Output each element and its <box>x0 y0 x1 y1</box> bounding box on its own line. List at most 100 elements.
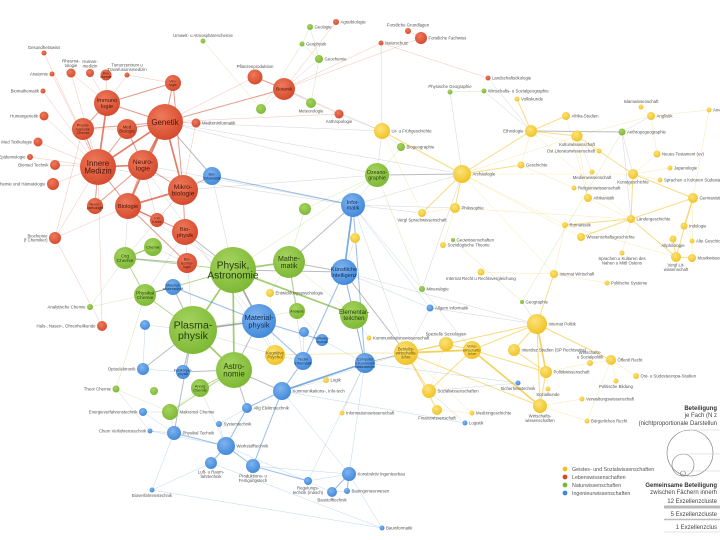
node-circle[interactable] <box>633 373 639 379</box>
node-circle[interactable] <box>172 219 198 245</box>
node-natural[interactable]: Wirtschafts- u Sozialgeographie <box>481 88 550 94</box>
node-humanities[interactable]: Religionswissenschaft <box>571 185 622 191</box>
node-circle[interactable] <box>584 418 590 424</box>
node-circle[interactable] <box>242 304 276 338</box>
node-natural[interactable]: Geowissenschaften <box>451 238 495 243</box>
node-circle[interactable] <box>613 378 619 384</box>
node-natural[interactable]: Geologie <box>307 24 332 30</box>
node-natural[interactable]: Plasma-physik <box>169 306 217 354</box>
node-natural[interactable] <box>150 387 158 395</box>
node-circle[interactable] <box>265 345 285 365</box>
node-circle[interactable] <box>299 203 311 215</box>
node-circle[interactable] <box>242 403 252 413</box>
node-circle[interactable] <box>342 467 356 481</box>
node-engineering[interactable]: Baustofftechnik <box>317 487 347 503</box>
node-circle[interactable] <box>667 165 673 171</box>
node-circle[interactable] <box>40 88 46 94</box>
node-circle[interactable] <box>124 72 130 78</box>
node-circle[interactable] <box>579 396 585 402</box>
node-circle[interactable] <box>149 487 155 493</box>
node-humanities[interactable]: Sozialwissenschaften <box>422 384 479 398</box>
node-circle[interactable] <box>657 177 663 183</box>
node-humanities[interactable]: Ur- u Frühgeschichte <box>374 123 432 139</box>
node-engineering[interactable]: Kommunikations-, Info-tech <box>273 382 345 400</box>
node-engineering[interactable]: Regelungs-technik (masch) <box>293 477 324 495</box>
node-humanities[interactable]: Wirtschafts-wissenschaften <box>525 399 555 423</box>
node-circle[interactable] <box>72 118 94 140</box>
node-circle[interactable] <box>378 40 384 46</box>
node-humanities[interactable]: Vergl Lit-wissenschaft <box>664 252 689 272</box>
node-circle[interactable] <box>439 337 453 351</box>
node-natural[interactable] <box>256 104 266 114</box>
node-life[interactable]: Biomathematik <box>11 88 46 94</box>
node-circle[interactable] <box>299 327 309 337</box>
node-circle[interactable] <box>584 194 592 202</box>
node-circle[interactable] <box>216 421 222 427</box>
node-circle[interactable] <box>87 304 93 310</box>
node-humanities[interactable]: Öffentl Recht <box>606 355 643 365</box>
node-circle[interactable] <box>469 410 475 416</box>
node-circle[interactable] <box>339 410 345 416</box>
node-life[interactable]: Biochemie und Hämatologie <box>0 178 59 190</box>
node-engineering[interactable]: Optoelektronik <box>108 363 149 375</box>
node-humanities[interactable]: Afrikanistik <box>584 194 615 202</box>
node-life[interactable]: Medizininformatik <box>191 118 237 128</box>
node-humanities[interactable]: Neues Testament (ev) <box>653 150 705 158</box>
node-life[interactable]: Landschaftsökologie <box>485 75 532 81</box>
node-circle[interactable] <box>394 341 418 365</box>
node-life[interactable]: Naturschutz <box>378 40 408 46</box>
node-humanities[interactable]: Vergl Sprachwissenschaft <box>397 209 447 223</box>
node-circle[interactable] <box>137 363 149 375</box>
node-circle[interactable] <box>115 193 141 219</box>
node-circle[interactable] <box>167 426 181 440</box>
node-engineering[interactable]: Werkstofftechnik <box>217 437 269 455</box>
node-circle[interactable] <box>191 379 209 397</box>
node-engineering[interactable]: Systemtechnik <box>216 421 252 427</box>
node-circle[interactable] <box>331 259 357 285</box>
node-life[interactable]: Bio-techno-logie <box>177 253 197 273</box>
node-humanities[interactable]: Kommunikationswissenschaft <box>366 335 431 341</box>
node-circle[interactable] <box>638 104 644 110</box>
node-life[interactable]: Epidemiologie <box>0 154 33 160</box>
node-humanities[interactable]: Germanistik <box>688 193 720 203</box>
node-circle[interactable] <box>571 185 577 191</box>
node-natural[interactable]: Analytische Chemie <box>48 304 93 310</box>
node-circle[interactable] <box>477 268 485 276</box>
node-humanities[interactable]: Spezielle Soziologien <box>426 332 467 352</box>
node-circle[interactable] <box>577 233 585 241</box>
node-natural[interactable]: Geographie <box>520 300 549 305</box>
node-circle[interactable] <box>112 385 120 393</box>
node-humanities[interactable]: Ländergeschichte <box>627 215 671 223</box>
node-natural[interactable]: Umwelt- u Atmosphärenchemie <box>173 33 233 44</box>
node-circle[interactable] <box>515 380 521 386</box>
node-circle[interactable] <box>453 165 471 183</box>
node-circle[interactable] <box>440 242 446 248</box>
node-natural[interactable]: Mathe-matik <box>273 246 305 278</box>
node-circle[interactable] <box>66 68 76 78</box>
node-life[interactable]: Biochemie(f Chemiker) <box>24 232 61 244</box>
node-circle[interactable] <box>49 232 61 244</box>
node-humanities[interactable]: Afrika-Studien <box>562 112 599 120</box>
node-circle[interactable] <box>134 284 156 306</box>
node-circle[interactable] <box>86 69 94 77</box>
node-circle[interactable] <box>299 41 305 47</box>
node-circle[interactable] <box>450 203 460 213</box>
node-circle[interactable] <box>80 149 116 185</box>
node-circle[interactable] <box>571 130 583 142</box>
node-circle[interactable] <box>419 286 425 292</box>
node-circle[interactable] <box>422 384 436 398</box>
node-circle[interactable] <box>341 193 365 217</box>
node-humanities[interactable]: Kunstgeschichte <box>617 169 649 185</box>
node-engineering[interactable]: Konstruktiv Ingenieurbau <box>342 467 406 481</box>
node-circle[interactable] <box>100 69 112 81</box>
node-humanities[interactable]: Medienwissenschaft <box>573 169 612 181</box>
node-circle[interactable] <box>340 301 368 329</box>
node-engineering[interactable]: Bio-informatik <box>203 167 221 185</box>
node-humanities[interactable]: Kulturwissenschaft <box>559 130 596 148</box>
node-circle[interactable] <box>379 525 385 531</box>
